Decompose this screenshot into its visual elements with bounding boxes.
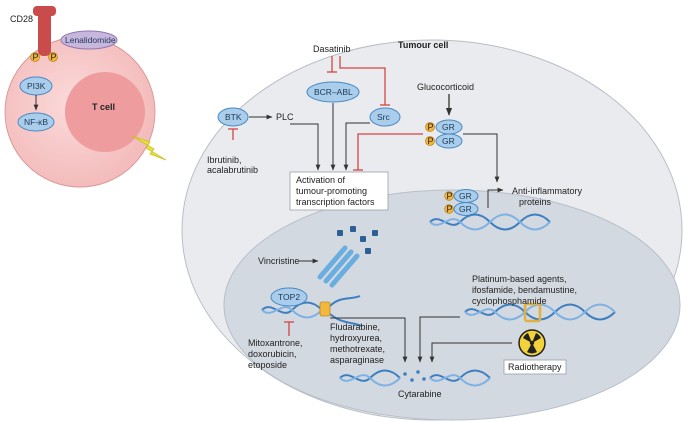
proteins-label: proteins: [519, 197, 552, 207]
top2-pill: [270, 287, 308, 307]
dna-bottom: [339, 369, 491, 387]
top2-label: TOP2: [278, 292, 300, 302]
cyclophosphamide-label: cyclophosphamide: [472, 296, 547, 306]
btk-label: BTK: [225, 112, 242, 122]
ibrutinib-label: Ibrutinib,: [207, 155, 242, 165]
phospho-label: P: [51, 52, 57, 62]
tumour-cell-title: Tumour cell: [398, 40, 448, 50]
nfkb-pill: [17, 112, 55, 132]
cd28-receptor: [38, 10, 51, 56]
activation-line2: tumour-promoting: [296, 186, 367, 196]
radiotherapy-label: Radiotherapy: [508, 362, 562, 372]
plc-label: PLC: [276, 112, 294, 122]
dna-fragments: [403, 370, 426, 382]
activation-line3: transcription factors: [296, 197, 375, 207]
phospho-label: P: [428, 122, 434, 132]
gr-label: GR: [442, 136, 455, 146]
pi3k-label: PI3K: [27, 81, 46, 91]
cd28-label: CD28: [10, 14, 33, 24]
gr-label: GR: [459, 191, 472, 201]
radiation-icon: [518, 329, 546, 357]
activation-box: [289, 171, 389, 211]
bendamustine-label: ifosfamide, bendamustine,: [472, 285, 577, 295]
src-label: Src: [377, 112, 391, 122]
src-pill: [369, 107, 401, 127]
vincristine-label: Vincristine: [258, 256, 299, 266]
cytarabine-label: Cytarabine: [398, 389, 442, 399]
t-cell-label: T cell: [92, 102, 115, 112]
methotrexate-label: methotrexate,: [330, 344, 385, 354]
gr-label: GR: [442, 122, 455, 132]
radiotherapy-box: [503, 359, 567, 375]
hydroxyurea-label: hydroxyurea,: [330, 333, 382, 343]
microtubule-icon: [317, 245, 360, 288]
nfkb-label: NF-κB: [24, 117, 48, 127]
asparaginase-label: asparaginase: [330, 355, 384, 365]
glucocorticoid-label: Glucocorticoid: [417, 82, 474, 92]
lenalidomide-label: Lenalidomide: [65, 35, 116, 45]
lightning-icon: [131, 135, 167, 161]
btk-pill: [217, 107, 249, 127]
fludarabine-label: Fludarabine,: [330, 322, 380, 332]
lenalidomide-pill: [60, 30, 118, 50]
phospho-label: P: [447, 204, 453, 214]
mitoxantrone-label: Mitoxantrone,: [248, 338, 303, 348]
etoposide-label: etoposide: [248, 360, 287, 370]
dasatinib-label: Dasatinib: [313, 44, 351, 54]
dna-left: [261, 295, 363, 327]
gr-label: GR: [459, 204, 472, 214]
acalabrutinib-label: acalabrutinib: [207, 165, 258, 175]
bcr-abl-pill: [306, 81, 360, 103]
doxorubicin-label: doxorubicin,: [248, 349, 297, 359]
t-cell-nucleus: [65, 72, 145, 152]
phospho-label: P: [447, 191, 453, 201]
phospho-label: P: [428, 136, 434, 146]
phospho-label: P: [33, 52, 39, 62]
activation-line1: Activation of: [296, 175, 346, 185]
t-cell: T cell P P CD28 Lenalidomide PI3K NF-κB: [4, 6, 156, 188]
dna-upper: [429, 213, 551, 231]
anti-inflammatory-label: Anti-inflammatory: [512, 186, 583, 196]
platinum-label: Platinum-based agents,: [472, 274, 567, 284]
bcr-abl-label: BCR–ABL: [314, 87, 353, 97]
